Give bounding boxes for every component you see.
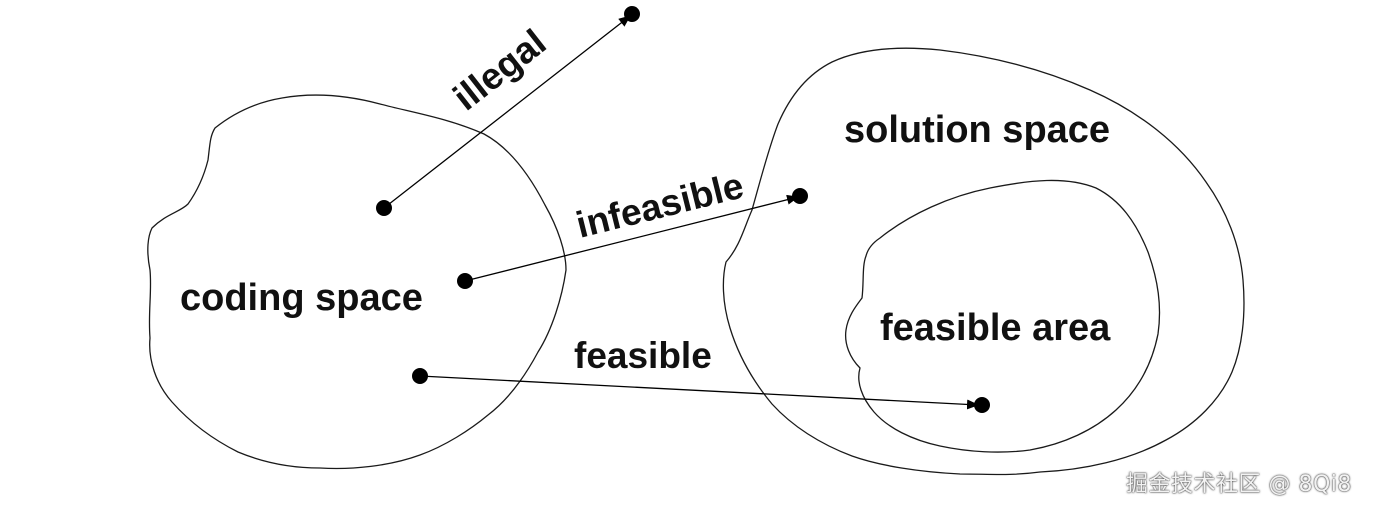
infeasible-arrow [464, 194, 799, 282]
infeasible-target-point [792, 188, 808, 204]
feasible-source-point [412, 368, 428, 384]
feasible-area-region [844, 179, 1161, 453]
solution-space-region [722, 47, 1245, 476]
solution-space-label: solution space [844, 109, 1110, 151]
illegal-target-point [624, 6, 640, 22]
illegal-arrow [383, 15, 631, 209]
coding-space-label: coding space [180, 277, 423, 319]
feasible-target-point [974, 397, 990, 413]
infeasible-label: infeasible [572, 165, 748, 246]
illegal-source-point [376, 200, 392, 216]
feasible-arrow [419, 375, 979, 410]
coding-space-region [147, 94, 567, 470]
feasible-label: feasible [574, 335, 712, 376]
illegal-label: illegal [446, 21, 554, 118]
infeasible-source-point [457, 273, 473, 289]
watermark-text: 掘金技术社区 @ 8Qi8 [1126, 472, 1352, 497]
feasible-area-label: feasible area [880, 307, 1111, 349]
